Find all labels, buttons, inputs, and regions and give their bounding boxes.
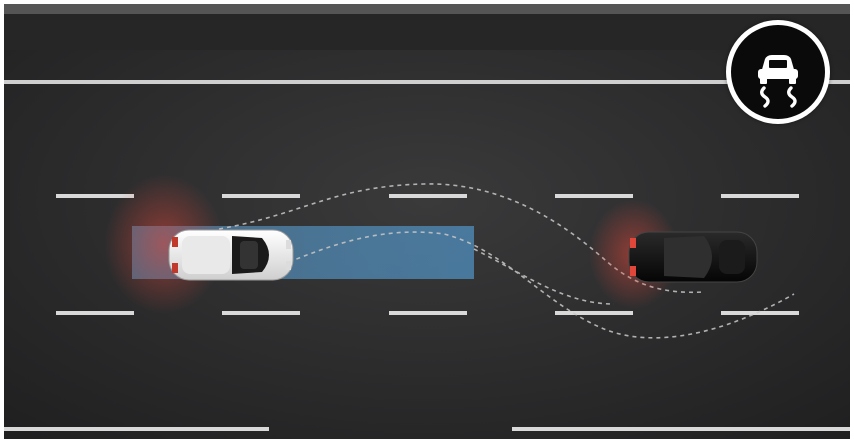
ego-car bbox=[169, 230, 293, 280]
top-barrier bbox=[4, 4, 850, 14]
road-illustration bbox=[4, 4, 850, 439]
top-shoulder bbox=[4, 14, 850, 50]
top-edge-line bbox=[4, 80, 850, 84]
traction-control-badge bbox=[726, 20, 830, 124]
other-car bbox=[629, 232, 757, 282]
badge-background bbox=[731, 25, 825, 119]
road-scene bbox=[4, 4, 850, 439]
traction-control-skid-icon bbox=[731, 25, 825, 119]
